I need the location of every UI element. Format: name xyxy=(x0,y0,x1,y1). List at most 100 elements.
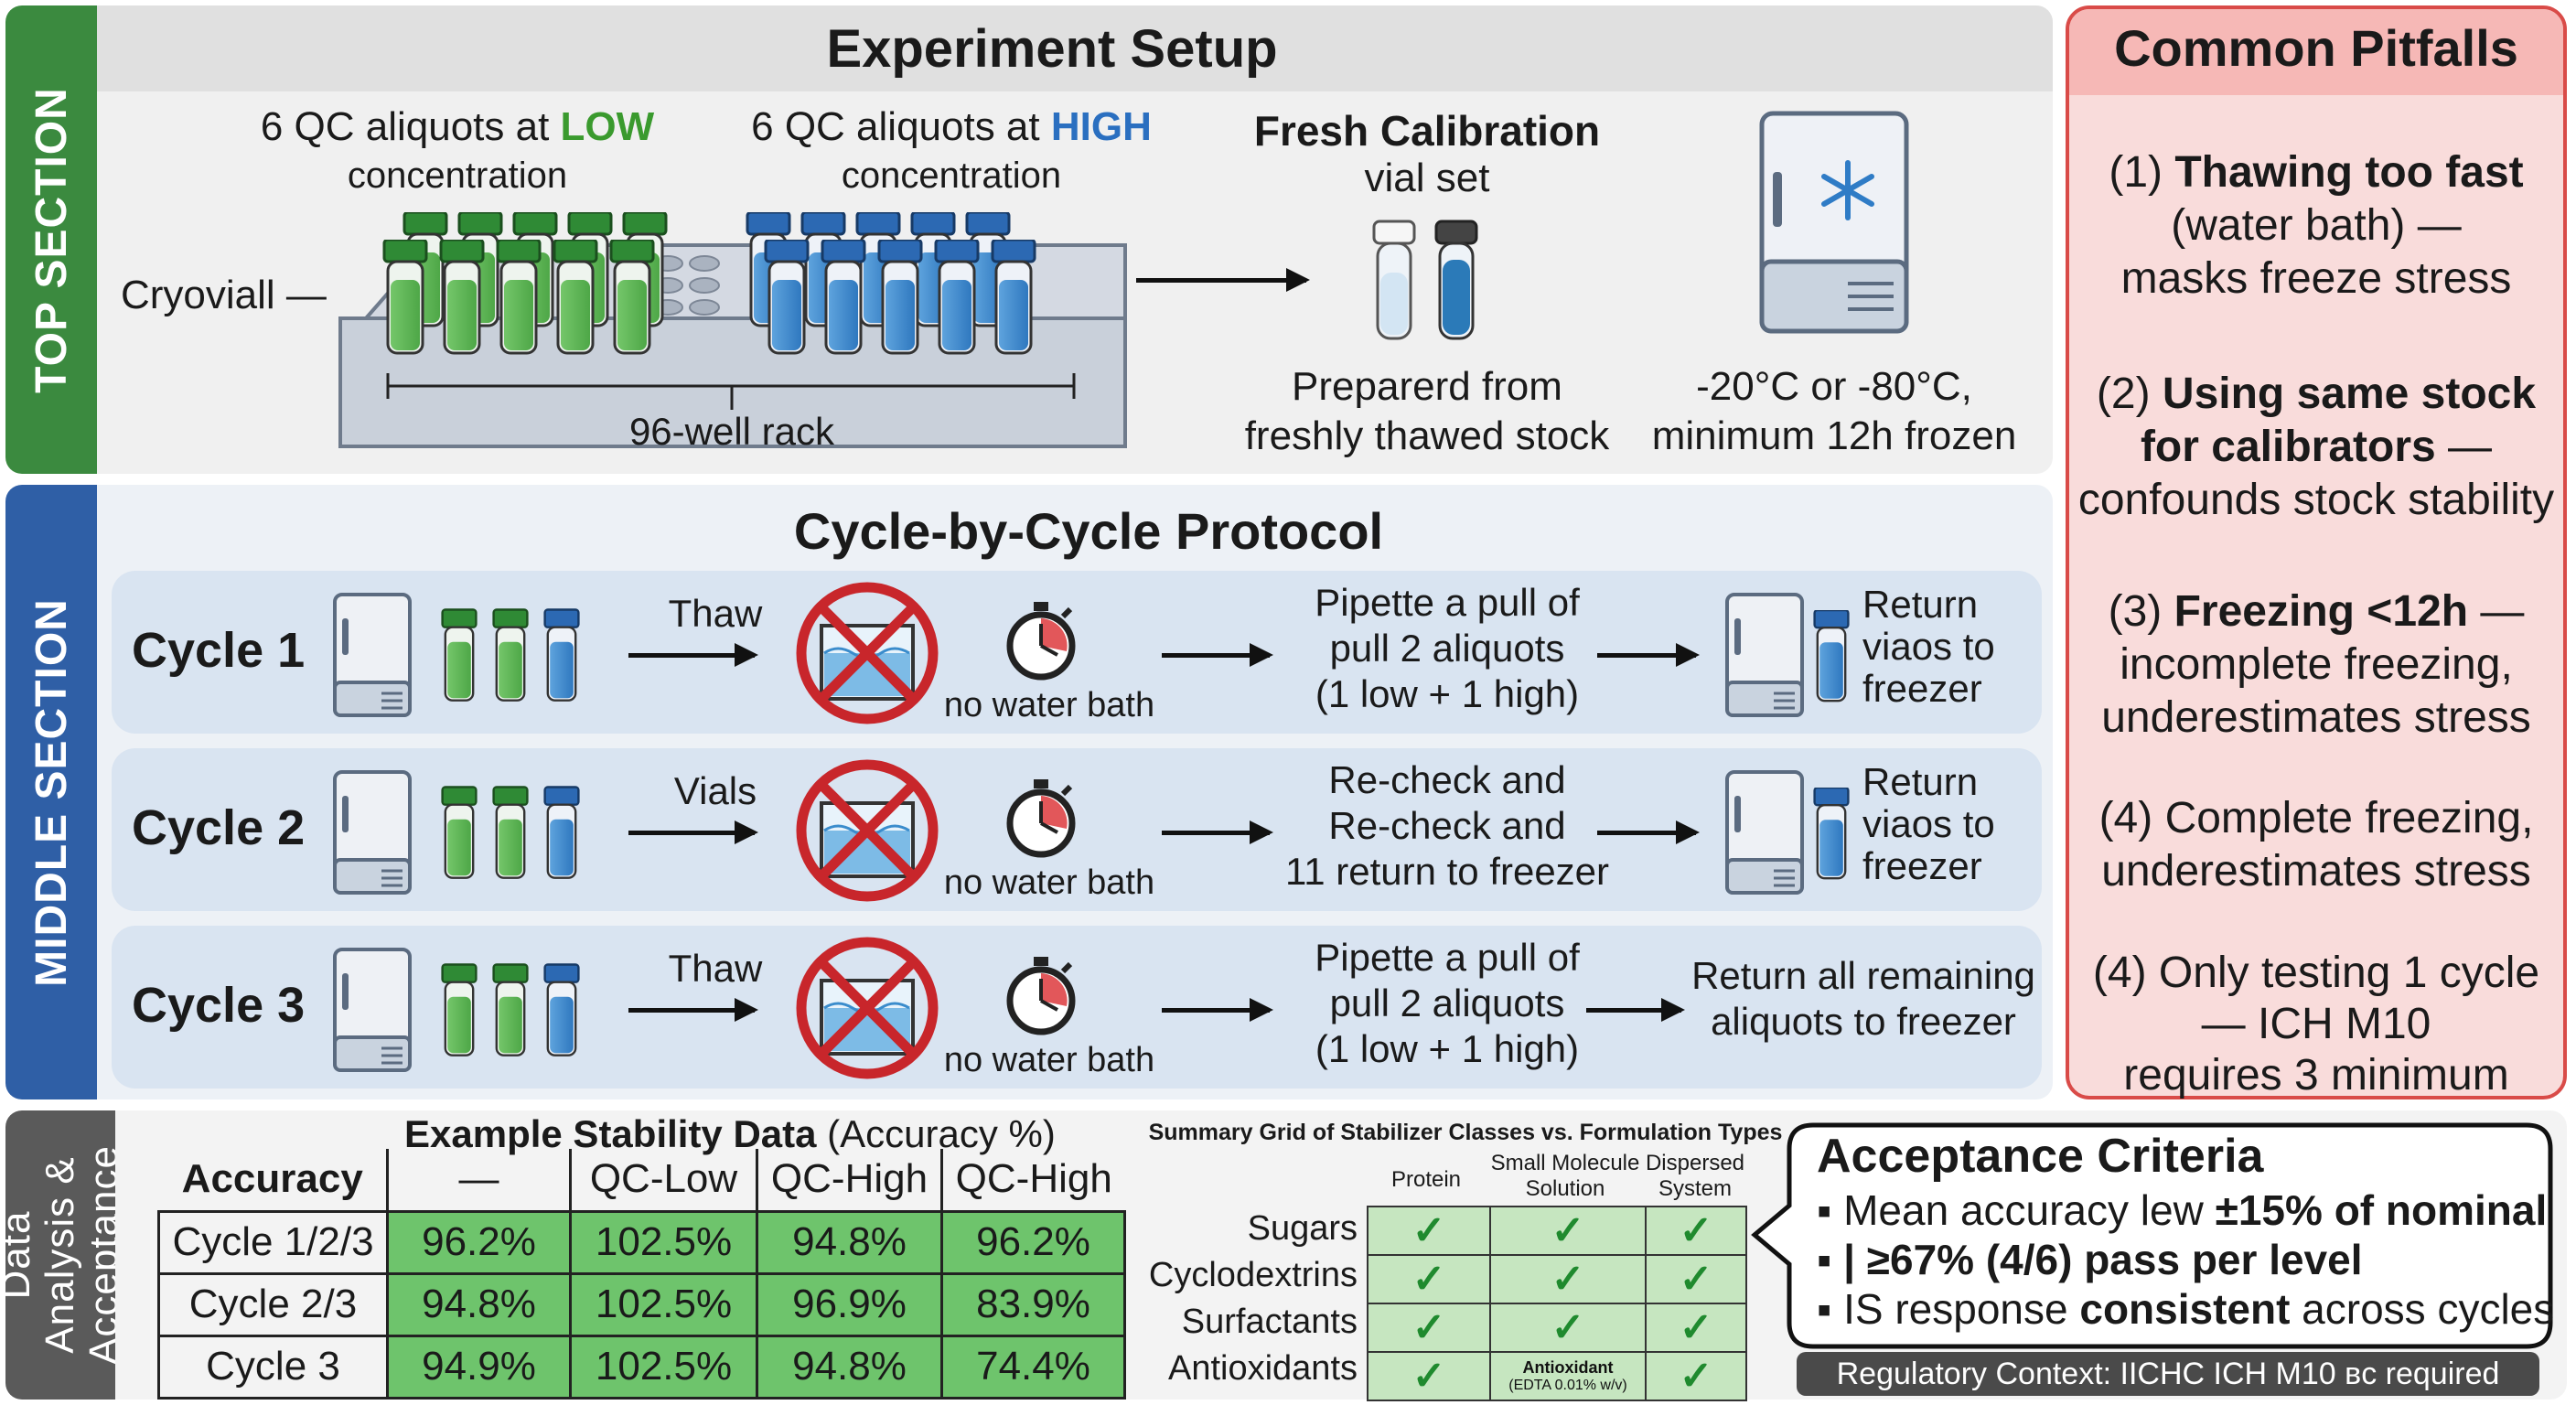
value-cell: 102.5% xyxy=(569,1209,758,1275)
bottom-section-label: Data Analysis & Acceptance xyxy=(0,1145,127,1365)
table-row: Cycle 1/2/3 96.2% 102.5% 94.8% 96.2% xyxy=(157,1209,1126,1275)
freezer-icon xyxy=(331,946,413,1074)
vial-icon xyxy=(1813,598,1850,717)
check-icon: ✓ xyxy=(1367,1351,1491,1401)
value-cell: 94.8% xyxy=(756,1334,943,1400)
check-icon: ✓ xyxy=(1367,1303,1491,1353)
check-icon: ✓ xyxy=(1645,1206,1747,1256)
pitfalls-title: Common Pitfalls xyxy=(2114,19,2518,77)
check-icon: ✓ xyxy=(1645,1303,1747,1353)
qc-vials-icon xyxy=(441,608,580,702)
middle-section-tab: MIDDLE SECTION xyxy=(5,485,97,1099)
row-label: Cycle 3 xyxy=(157,1334,389,1400)
freezer-icon xyxy=(331,768,413,896)
check-icon: ✓ xyxy=(1367,1254,1491,1304)
setup-title: Experiment Setup xyxy=(826,19,1278,79)
value-cell: 94.9% xyxy=(386,1334,572,1400)
cycle-action-label: Thaw xyxy=(668,592,763,635)
grid-col-header: Protein xyxy=(1390,1167,1462,1192)
check-icon: ✓ xyxy=(1489,1254,1647,1304)
cryovial-label: Cryoviall — xyxy=(121,273,327,317)
grid-row: ✓ ✓ ✓ xyxy=(1367,1303,1747,1353)
freezer-icon xyxy=(1723,768,1806,896)
pitfall-item-3: (3) Freezing <12h — incomplete freezing,… xyxy=(2101,587,2531,742)
cycle-row-1: Cycle 1 Thaw no water bath Pipette a pul… xyxy=(112,571,2042,734)
high-vials-front-row xyxy=(764,240,1036,355)
calibration-note-1: Preparerd from xyxy=(1292,364,1562,409)
freezer-icon xyxy=(1723,591,1806,719)
timer-label: no water bath xyxy=(943,1041,1155,1079)
stability-header-row: Accuracy — QC-Low QC-High QC-High xyxy=(159,1149,1125,1211)
criterion-3: ▪ IS response consistent across cycles xyxy=(1817,1285,2555,1333)
timer-icon xyxy=(1004,778,1078,860)
no-water-bath-icon xyxy=(794,580,940,726)
pitfalls-panel xyxy=(2066,5,2567,1099)
cycle-arrow xyxy=(1597,643,1700,667)
pitfalls-header-bar xyxy=(2069,9,2563,95)
stability-title: Example Stability Data (Accuracy %) xyxy=(404,1112,1056,1155)
pitfall-item-2: (2) Using same stock for calibrators — c… xyxy=(2077,370,2555,524)
summary-grid: ✓ ✓ ✓ ✓ ✓ ✓ ✓ ✓ ✓ ✓ Antioxidant (EDTA 0.… xyxy=(1367,1206,1747,1401)
timer-label: no water bath xyxy=(943,863,1155,902)
cycle-arrow xyxy=(628,998,758,1022)
check-icon: ✓ xyxy=(1645,1254,1747,1304)
cycle-label: Cycle 1 xyxy=(132,623,306,678)
calibration-title: Fresh Calibration xyxy=(1253,107,1601,155)
check-icon: ✓ xyxy=(1489,1206,1647,1256)
cycle-arrow xyxy=(1162,998,1273,1022)
setup-header-bar xyxy=(97,5,2053,91)
acceptance-callout-bubble xyxy=(1751,1122,2553,1349)
grid-row-label: Sugars xyxy=(1247,1209,1358,1248)
calibration-subtitle: vial set xyxy=(1364,156,1490,200)
table-row: Cycle 2/3 94.8% 102.5% 96.9% 83.9% xyxy=(157,1271,1126,1337)
cycle-action-label: Thaw xyxy=(668,947,763,990)
high-aliquots-label: 6 QC aliquots at HIGH xyxy=(751,104,1152,149)
value-cell: 102.5% xyxy=(569,1271,758,1337)
check-icon: ✓ xyxy=(1489,1303,1647,1353)
value-cell: 74.4% xyxy=(940,1334,1126,1400)
timer-icon xyxy=(1004,600,1078,682)
special-cell: Antioxidant (EDTA 0.01% w/v) xyxy=(1489,1351,1647,1401)
cycle-arrow xyxy=(1162,820,1273,844)
cycle-arrow xyxy=(1162,643,1273,667)
low-vials-front-row xyxy=(382,240,655,355)
timer-icon xyxy=(1004,955,1078,1037)
freezer-note-2: minimum 12h frozen xyxy=(1651,413,2017,458)
qc-vials-icon xyxy=(441,786,580,880)
calibration-vials xyxy=(1372,220,1478,340)
value-cell: 102.5% xyxy=(569,1334,758,1400)
stability-header: QC-High xyxy=(756,1149,942,1211)
bottom-section-tab: Data Analysis & Acceptance xyxy=(0,1110,126,1400)
pitfall-item-4: (4) Complete freezing, underestimates st… xyxy=(2098,794,2534,896)
table-row: Cycle 3 94.9% 102.5% 94.8% 74.4% xyxy=(157,1334,1126,1400)
stability-header: Accuracy xyxy=(181,1156,363,1202)
top-section-tab: TOP SECTION xyxy=(5,5,97,474)
value-cell: 94.8% xyxy=(756,1209,943,1275)
cycle-row-3: Cycle 3 Thaw no water bath Pipette a pul… xyxy=(112,926,2042,1089)
freezer-icon xyxy=(1759,111,1909,334)
value-cell: 94.8% xyxy=(386,1271,572,1337)
stability-header: QC-High xyxy=(940,1149,1125,1211)
pitfall-item-5: (4) Only testing 1 cycle — ICH M10 requi… xyxy=(2092,949,2540,1099)
freezer-icon xyxy=(331,591,413,719)
calibration-note-2: freshly thawed stock xyxy=(1244,413,1610,458)
value-cell: 83.9% xyxy=(940,1271,1126,1337)
acceptance-title: Acceptance Criteria xyxy=(1817,1130,2264,1183)
freezer-note-1: -20°C or -80°C, xyxy=(1696,364,1972,409)
summary-grid-title: Summary Grid of Stabilizer Classes vs. F… xyxy=(1148,1120,1783,1145)
stability-header: QC-Low xyxy=(569,1149,757,1211)
grid-row-label: Cyclodextrins xyxy=(1148,1256,1358,1294)
cycle-row-2: Cycle 2 Vials no water bath Re-check and… xyxy=(112,748,2042,911)
grid-row-label: Surfactants xyxy=(1181,1303,1358,1341)
setup-arrow xyxy=(1136,268,1310,292)
low-concentration-label: concentration xyxy=(347,156,568,196)
value-cell: 96.2% xyxy=(940,1209,1126,1275)
middle-section-label: MIDDLE SECTION xyxy=(27,597,76,987)
